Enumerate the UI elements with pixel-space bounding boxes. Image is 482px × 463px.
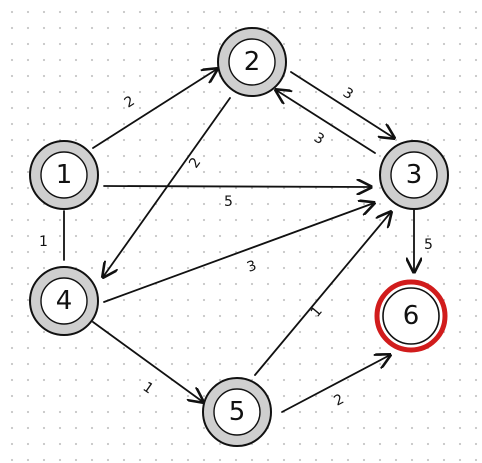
edge-1-3 (103, 186, 371, 187)
node-2-label: 2 (244, 47, 261, 77)
edge-2-3 (290, 71, 394, 138)
edge-5-6-weight: 2 (331, 391, 346, 409)
node-4-label: 4 (56, 286, 73, 316)
edge-5-6 (281, 355, 390, 413)
edge-1-4-weight: 1 (39, 234, 48, 250)
edge-1-2 (92, 69, 217, 149)
edge-3-2-weight: 3 (311, 130, 327, 148)
node-2: 2 (217, 27, 287, 97)
node-6-label: 6 (403, 301, 420, 331)
node-1: 1 (29, 140, 99, 210)
edge-4-3 (103, 203, 374, 303)
edge-2-4-weight: 2 (186, 155, 204, 171)
edges-layer: 2 5 1 3 3 2 5 3 1 (39, 69, 433, 413)
node-6-target: 6 (374, 279, 448, 353)
edge-5-3 (254, 212, 391, 376)
edge-4-5-weight: 1 (140, 379, 156, 397)
edge-1-2-weight: 2 (122, 93, 138, 111)
edge-4-3-weight: 3 (245, 258, 259, 276)
node-5: 5 (202, 377, 272, 447)
edge-3-6-weight: 5 (424, 237, 433, 253)
edge-4-5 (92, 321, 203, 402)
node-3-label: 3 (406, 160, 423, 190)
edge-2-4 (103, 97, 231, 277)
node-3: 3 (379, 140, 449, 210)
nodes-layer: 1 2 3 4 (29, 27, 449, 447)
node-1-label: 1 (56, 160, 73, 190)
edge-1-3-weight: 5 (224, 194, 233, 210)
node-4: 4 (29, 266, 99, 336)
edge-5-3-weight: 1 (308, 303, 326, 320)
node-5-label: 5 (229, 397, 246, 427)
edge-3-2 (276, 90, 376, 154)
edge-2-3-weight: 3 (340, 85, 356, 103)
